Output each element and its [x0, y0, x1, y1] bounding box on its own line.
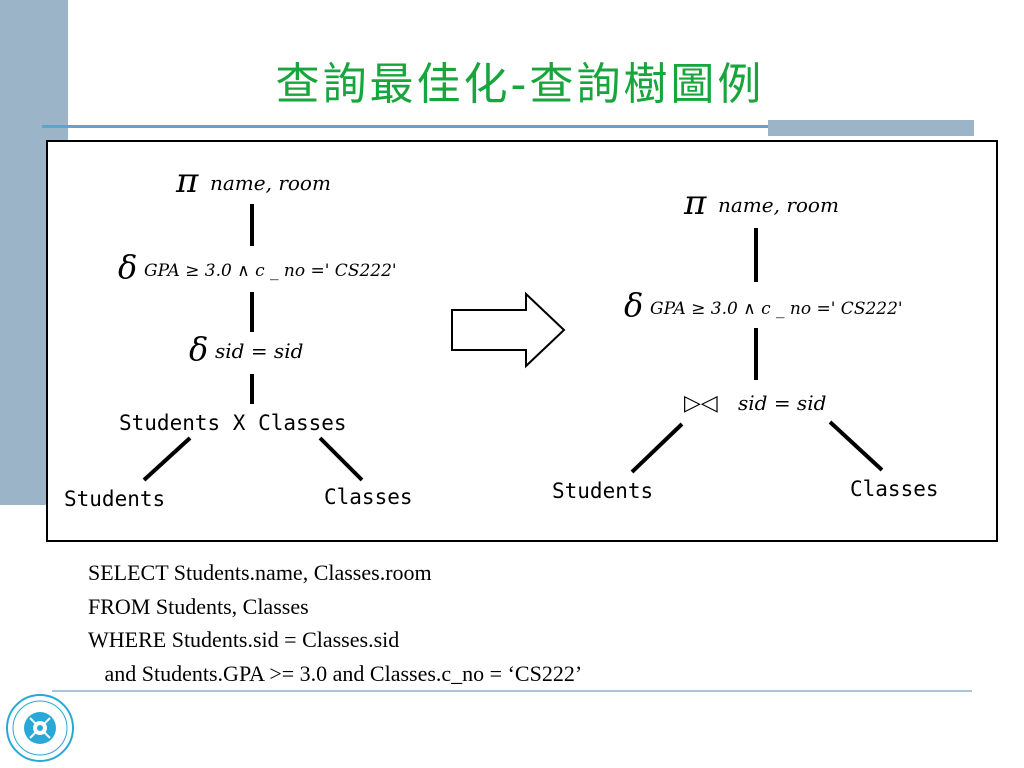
- left-edge-4: [142, 436, 192, 482]
- left-query-tree: π name, room δ GPA ≥ 3.0 ∧ c _ no =' CS2…: [64, 161, 413, 511]
- right-join-condition: sid = sid: [738, 391, 826, 415]
- right-join-symbol: ▷◁: [684, 391, 718, 416]
- left-leaf-classes: Classes: [324, 485, 413, 509]
- sql-query-block: SELECT Students.name, Classes.room FROM …: [88, 556, 582, 690]
- right-edge-3: [630, 422, 684, 474]
- right-query-tree: π name, room δ GPA ≥ 3.0 ∧ c _ no =' CS2…: [552, 183, 939, 503]
- footer-rule: [52, 690, 972, 692]
- left-product-node: Students X Classes: [119, 411, 347, 435]
- query-tree-diagram: π name, room δ GPA ≥ 3.0 ∧ c _ no =' CS2…: [46, 140, 998, 542]
- title-underline: [42, 125, 974, 128]
- right-selection-symbol: δ: [624, 286, 643, 324]
- left-edge-5: [318, 436, 364, 482]
- sql-line-and: and Students.GPA >= 3.0 and Classes.c_no…: [88, 660, 583, 686]
- sql-line-where: WHERE Students.sid = Classes.sid: [88, 627, 400, 652]
- right-edge-4: [828, 420, 884, 472]
- left-selection2-condition: sid = sid: [215, 339, 303, 363]
- query-tree-svg: π name, room δ GPA ≥ 3.0 ∧ c _ no =' CS2…: [64, 161, 939, 511]
- left-selection1-symbol: δ: [118, 248, 137, 286]
- sql-line-select: SELECT Students.name, Classes.room: [88, 560, 432, 585]
- right-projection-attrs: name, room: [718, 193, 839, 217]
- transform-arrow-icon: [451, 291, 566, 369]
- left-projection-attrs: name, room: [210, 171, 331, 195]
- left-projection-symbol: π: [175, 161, 199, 201]
- right-selection-condition: GPA ≥ 3.0 ∧ c _ no =' CS222': [650, 299, 903, 319]
- right-projection-symbol: π: [683, 183, 707, 223]
- university-seal-icon: [6, 694, 74, 762]
- right-leaf-classes: Classes: [850, 477, 939, 501]
- left-selection2-symbol: δ: [189, 330, 208, 368]
- slide-title: 查詢最佳化-查詢樹圖例: [275, 59, 765, 110]
- left-leaf-students: Students: [64, 487, 165, 511]
- title-accent-block: [768, 120, 974, 136]
- sql-line-from: FROM Students, Classes: [88, 593, 309, 619]
- right-leaf-students: Students: [552, 479, 653, 503]
- left-selection1-condition: GPA ≥ 3.0 ∧ c _ no =' CS222': [144, 261, 397, 281]
